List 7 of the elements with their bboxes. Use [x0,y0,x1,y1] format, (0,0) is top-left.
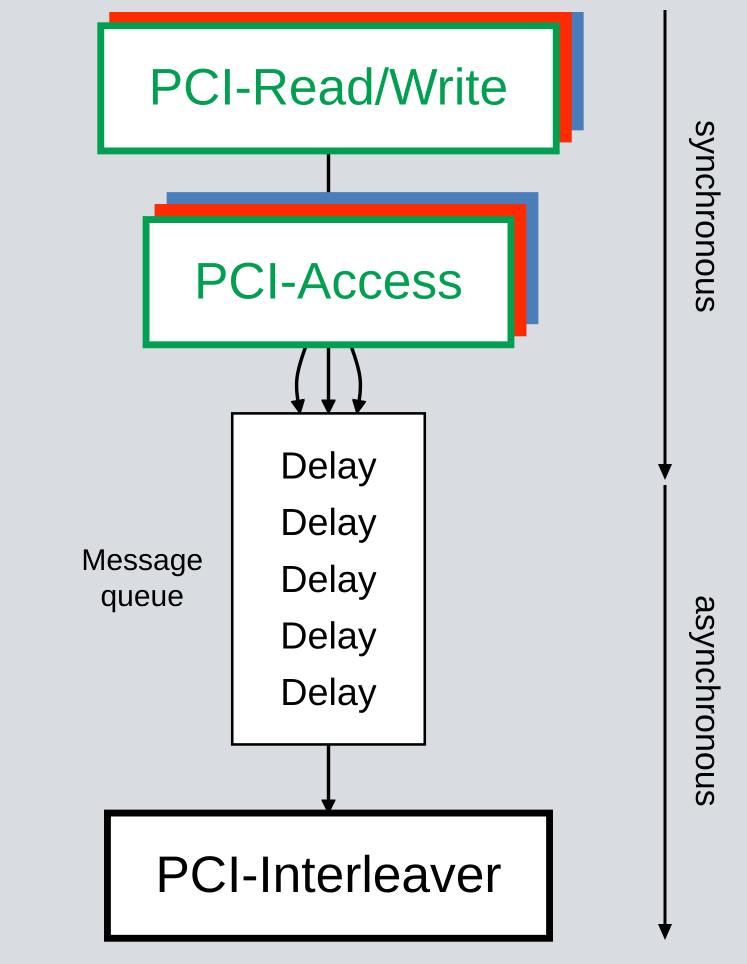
side-label: Message queue [80,542,204,615]
node-box: PCI-Interleaver [104,810,553,942]
node-box: PCI-Read/Write [97,22,560,154]
phase-label: synchronous [687,120,726,313]
node-box: Delay Delay Delay Delay Delay [230,412,426,746]
phase-label: asynchronous [687,595,726,807]
node-box: PCI-Access [142,216,514,348]
